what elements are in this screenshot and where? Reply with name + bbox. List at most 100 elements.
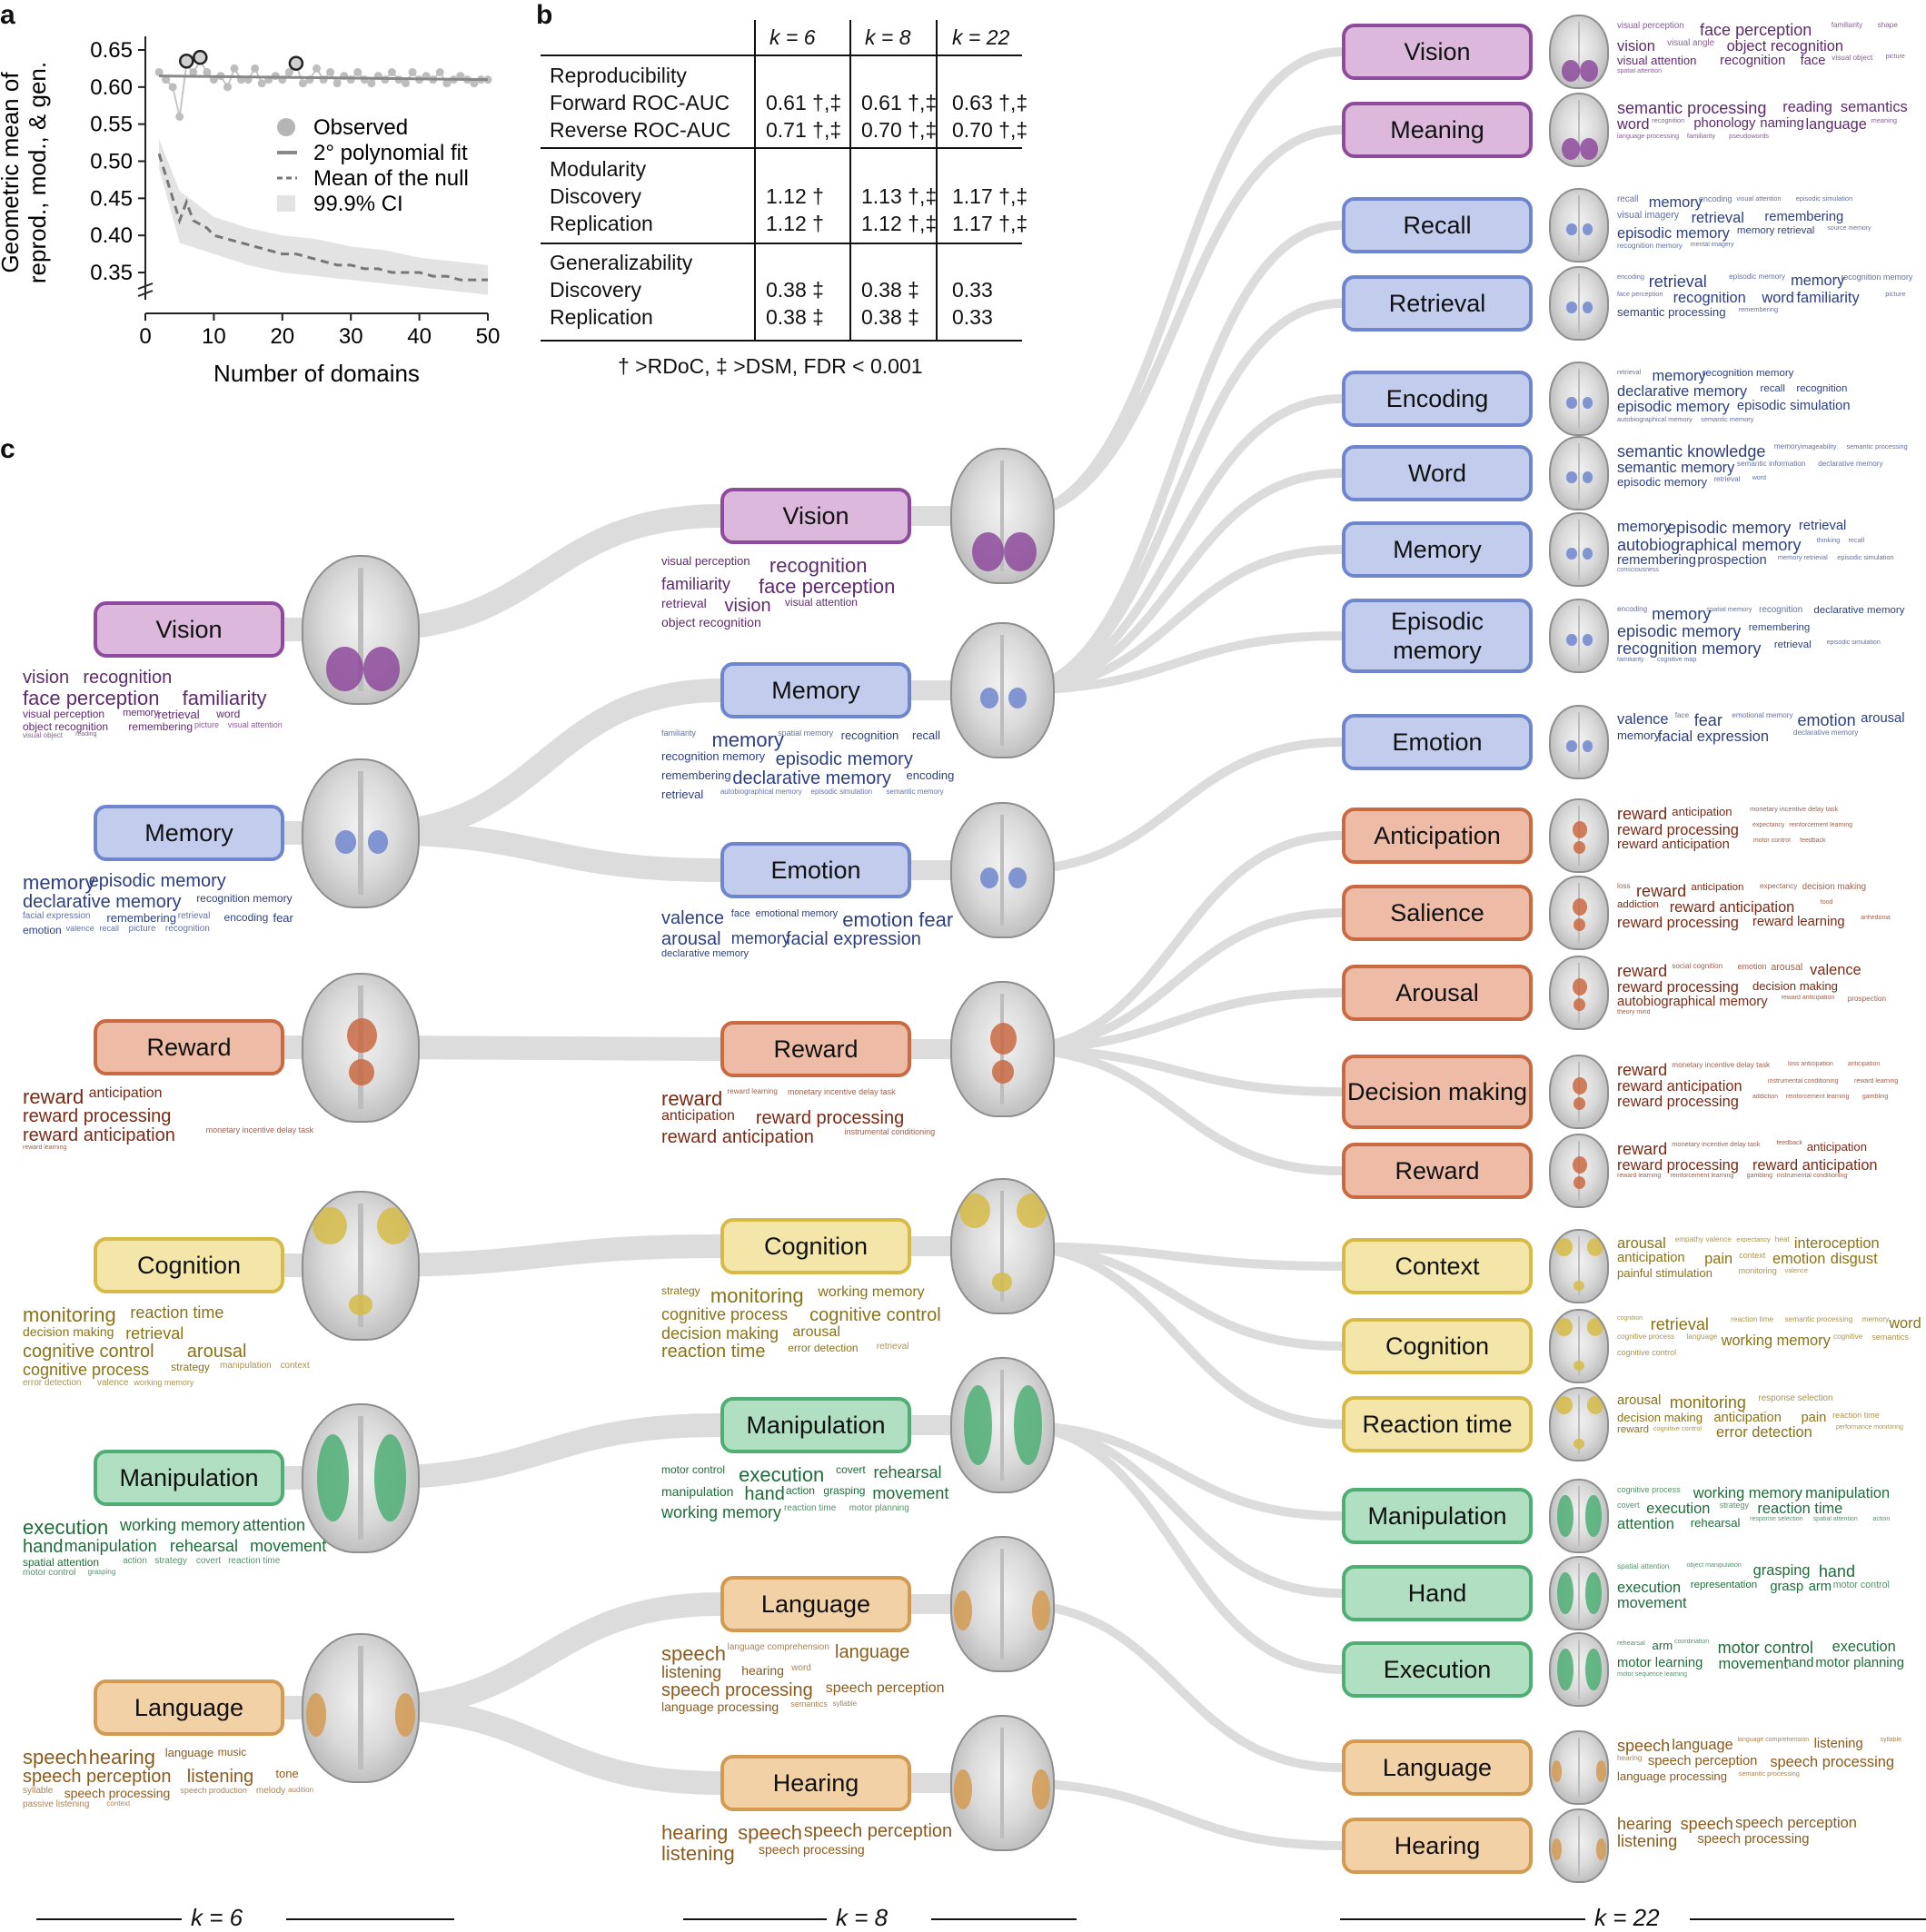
brain-activation xyxy=(1582,634,1593,646)
domain-node: Execution xyxy=(1342,1641,1533,1698)
cloud-word: episodic memory xyxy=(1617,399,1730,416)
brain-activation xyxy=(991,1273,1013,1292)
brain-activation xyxy=(1566,634,1577,646)
flow-ribbon xyxy=(369,1696,721,1795)
y-tick-label: 0.65 xyxy=(90,38,133,63)
cloud-word: picture xyxy=(1885,54,1905,61)
brain-midline xyxy=(999,1548,1005,1660)
cloud-word: object recognition xyxy=(661,615,761,630)
domain-node: Episodic memory xyxy=(1342,599,1533,673)
cloud-word: reward processing xyxy=(1617,1094,1739,1111)
cloud-word: rehearsal xyxy=(873,1463,942,1481)
table-cell: 1.12 †,‡ xyxy=(861,212,938,235)
cloud-word: language comprehension xyxy=(727,1642,829,1652)
brain-activation xyxy=(1586,1395,1604,1415)
cloud-word: movement xyxy=(1617,1595,1687,1612)
cloud-word: valence xyxy=(1617,711,1669,728)
cloud-word: reward anticipation xyxy=(1617,1077,1742,1095)
cloud-word: motor planning xyxy=(1815,1655,1904,1670)
panel-b-letter: b xyxy=(536,0,553,30)
domain-node: Recall xyxy=(1342,197,1533,253)
cloud-word: spatial memory xyxy=(1706,605,1752,613)
cloud-word: pain xyxy=(1704,1251,1733,1268)
cloud-word: phonology xyxy=(1693,115,1756,131)
cloud-word: semantics xyxy=(790,1699,828,1709)
table-row-label: Reverse ROC-AUC xyxy=(550,118,731,142)
domain-node: Vision xyxy=(720,488,911,544)
brain-map xyxy=(949,1178,1055,1314)
brain-midline xyxy=(1577,520,1581,580)
domain-node: Language xyxy=(94,1679,284,1736)
cloud-word: reaction time xyxy=(661,1342,766,1362)
cloud-word: anticipation xyxy=(1847,1061,1881,1067)
flow-ribbon xyxy=(369,1234,721,1277)
cloud-word: manipulation xyxy=(220,1361,272,1371)
k-label: k = 22 xyxy=(1594,1904,1660,1931)
brain-midline xyxy=(1577,606,1581,666)
brain-activation xyxy=(346,1017,377,1054)
brain-map xyxy=(1549,876,1609,950)
cloud-word: word xyxy=(1617,115,1650,133)
cloud-word: valence xyxy=(661,908,724,928)
y-tick-label: 0.55 xyxy=(90,113,133,137)
cloud-word: reward anticipation xyxy=(1669,898,1795,916)
brain-map xyxy=(1549,1134,1609,1208)
table-cell: 1.12 † xyxy=(766,184,824,208)
cloud-word: mental imagery xyxy=(1690,241,1734,248)
cloud-word: speech processing xyxy=(758,1842,865,1858)
cloud-word: feedback xyxy=(1800,837,1826,845)
cloud-word: language comprehension xyxy=(1737,1737,1810,1743)
cloud-word: autobiographical memory xyxy=(720,788,802,797)
brain-activation xyxy=(1580,138,1599,160)
cloud-word: monetary incentive delay task xyxy=(1672,1061,1771,1069)
cloud-word: expectancy xyxy=(1752,821,1785,828)
y-tick-label: 0.35 xyxy=(90,261,133,285)
domain-node: Encoding xyxy=(1342,371,1533,427)
cloud-word: reward processing xyxy=(1617,978,1739,996)
brain-map xyxy=(1549,1309,1609,1383)
cloud-word: reinforcement learning xyxy=(1789,821,1853,828)
cloud-word: loss anticipation xyxy=(1787,1061,1833,1067)
cloud-word: monetary incentive delay task xyxy=(205,1125,314,1135)
cloud-word: working memory xyxy=(661,1503,782,1522)
cloud-word: retrieval xyxy=(177,911,211,922)
cloud-word: listening xyxy=(661,1663,722,1682)
cloud-word: familiarity xyxy=(661,728,697,738)
cloud-word: encoding xyxy=(1617,272,1644,281)
brain-map xyxy=(1549,599,1609,673)
y-tick-label: 0.50 xyxy=(90,150,133,174)
cloud-word: face perception xyxy=(23,687,160,709)
table-group-title: Generalizability xyxy=(550,251,693,274)
cloud-word: semantic memory xyxy=(886,788,944,797)
cloud-word: arousal xyxy=(661,929,721,950)
cloud-word: syllable xyxy=(23,1786,54,1797)
brain-map xyxy=(949,1536,1055,1672)
cloud-word: source memory xyxy=(1827,225,1871,233)
domain-node: Vision xyxy=(94,601,284,658)
cloud-word: instrumental conditioning xyxy=(844,1127,936,1137)
cloud-word: facial expression xyxy=(785,929,921,950)
brain-activation xyxy=(1554,1395,1573,1415)
brain-midline xyxy=(1577,712,1581,772)
cloud-word: reward learning xyxy=(1617,1173,1662,1180)
brain-activation xyxy=(1557,1494,1574,1538)
brain-midline xyxy=(1577,1816,1581,1876)
k-rule xyxy=(286,1918,454,1920)
cloud-word: strategy xyxy=(661,1284,700,1297)
cloud-word: execution xyxy=(1832,1639,1896,1655)
cloud-word: language xyxy=(1805,115,1867,133)
cloud-word: recognition memory xyxy=(1702,368,1794,379)
cloud-word: remembering xyxy=(661,768,731,783)
table-hline xyxy=(541,54,1022,56)
cloud-word: episodic memory xyxy=(1617,475,1708,490)
cloud-word: anticipation xyxy=(88,1085,163,1101)
x-tick-label: 40 xyxy=(407,324,432,349)
cloud-word: fear xyxy=(918,908,954,931)
